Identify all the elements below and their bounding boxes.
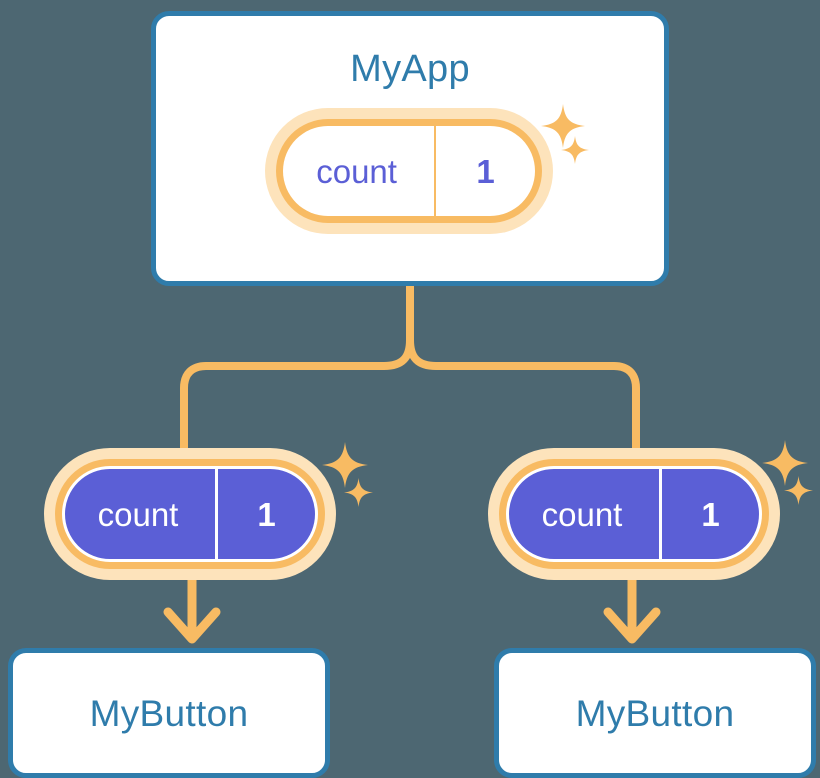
component-card-mybutton-right[interactable]: MyButton xyxy=(494,648,816,778)
component-title-myapp: MyApp xyxy=(350,48,470,90)
state-pill-key: count xyxy=(541,495,623,533)
arrow-head-left-icon xyxy=(163,607,221,644)
state-pill-body: count 1 xyxy=(506,466,762,562)
state-pill-value: 1 xyxy=(215,469,315,559)
sparkle-small-icon xyxy=(784,476,813,505)
component-card-mybutton-left[interactable]: MyButton xyxy=(8,648,330,778)
component-title-mybutton: MyButton xyxy=(575,692,735,734)
state-pill-key: count xyxy=(316,152,397,190)
arrow-head-right-icon xyxy=(603,607,661,644)
state-pill-mybutton-left[interactable]: count 1 xyxy=(44,448,336,580)
state-pill-value: 1 xyxy=(659,469,759,559)
state-pill-myapp[interactable]: count 1 xyxy=(265,108,553,234)
component-title-mybutton: MyButton xyxy=(89,692,249,734)
state-pill-mybutton-right[interactable]: count 1 xyxy=(488,448,780,580)
state-pill-value: 1 xyxy=(434,126,535,216)
state-pill-body: count 1 xyxy=(283,126,535,216)
sparkle-small-icon xyxy=(344,478,373,507)
state-pill-key: count xyxy=(97,495,179,533)
state-pill-body: count 1 xyxy=(62,466,318,562)
